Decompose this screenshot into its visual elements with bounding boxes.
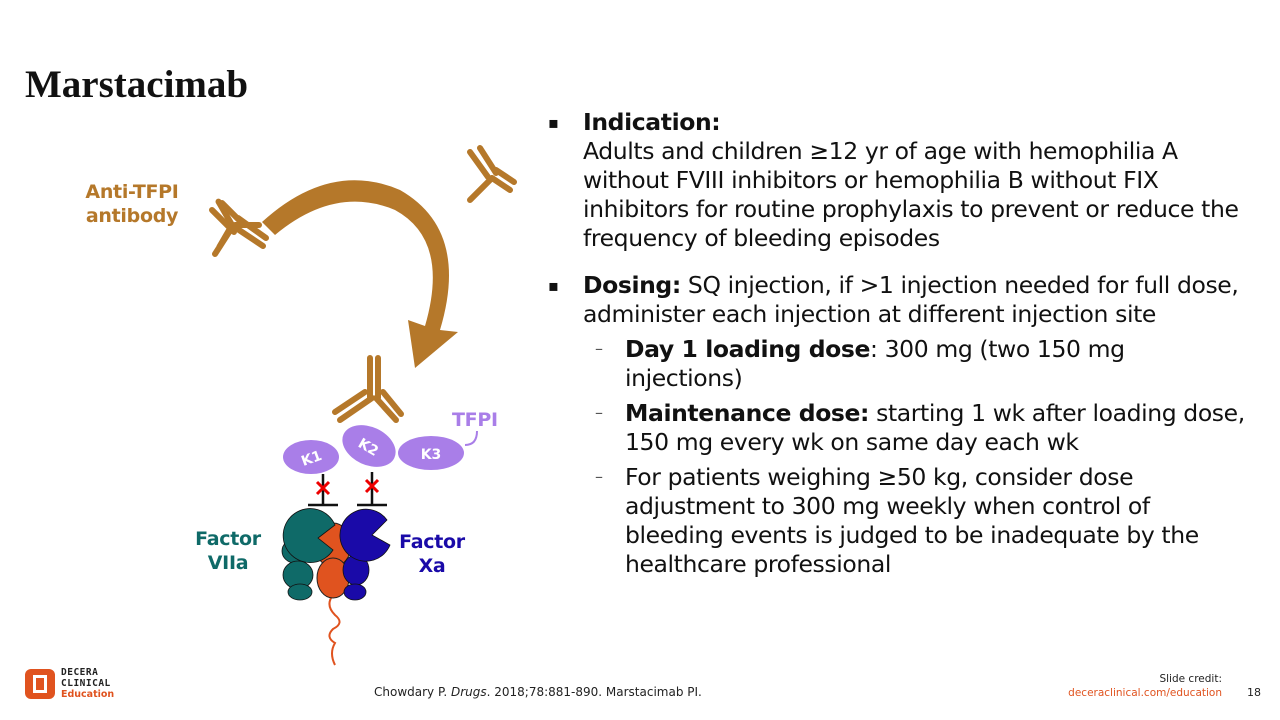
- tfpi-domain-k2: [342, 425, 396, 467]
- citation-rest: . 2018;78:881-890. Marstacimab PI.: [486, 685, 702, 699]
- diagram-graphic: K1 K2 K3: [112, 145, 517, 666]
- factor-xa-label: Factor Xa: [399, 531, 465, 577]
- sub-bullet-text: : 300 mg (two 150 mg injections): [625, 335, 1125, 392]
- slide-title: Marstacimab: [25, 63, 249, 106]
- tfpi-domain-k1: [283, 440, 339, 474]
- page-number: 18: [1247, 686, 1261, 699]
- sub-bullet-loading-dose: – Day 1 loading dose: 300 mg (two 150 mg…: [548, 335, 1248, 393]
- antibody-icon: [467, 145, 517, 203]
- k1-label: K1: [299, 448, 324, 470]
- bullet-indication: ▪ Indication: Adults and children ≥12 yr…: [548, 108, 1248, 253]
- sub-bullet-maintenance-dose: – Maintenance dose: starting 1 wk after …: [548, 399, 1248, 457]
- k3-label: K3: [421, 447, 442, 463]
- tfpi-label: TFPI: [452, 409, 498, 431]
- bullet-marker: ▪: [548, 276, 559, 295]
- anti-tfpi-antibody-label: Anti-TFPI antibody: [85, 181, 179, 227]
- sub-bullet-weight-adjustment: – For patients weighing ≥50 kg, consider…: [548, 463, 1248, 579]
- logo-line-1: DECERA: [61, 667, 99, 678]
- logo-line-2: CLINICAL: [61, 678, 111, 689]
- logo-mark-icon: [25, 668, 55, 699]
- blocked-x-icon: [315, 478, 380, 496]
- factor-xa-shape: [339, 508, 391, 601]
- citation-author: Chowdary P.: [374, 685, 451, 699]
- bullet-text: Adults and children ≥12 yr of age with h…: [583, 137, 1239, 252]
- tfpi-domain-k3: [398, 436, 464, 470]
- bullet-list: ▪ Indication: Adults and children ≥12 yr…: [548, 108, 1248, 597]
- bullet-dosing: ▪ Dosing: SQ injection, if >1 injection …: [548, 271, 1248, 579]
- sub-bullet-heading: Maintenance dose:: [625, 399, 870, 427]
- sub-bullet-marker: –: [595, 339, 603, 358]
- sub-bullet-text: For patients weighing ≥50 kg, consider d…: [625, 463, 1199, 578]
- citation-journal: Drugs: [450, 685, 487, 699]
- sub-bullet-marker: –: [595, 403, 603, 422]
- sub-bullet-marker: –: [595, 467, 603, 486]
- antibody-icon: [332, 355, 404, 423]
- antibody-icon: [209, 200, 269, 257]
- factor-viia-shape: [281, 508, 336, 601]
- credit-label: Slide credit:: [1159, 673, 1222, 685]
- slide-credit: Slide credit: deceraclinical.com/educati…: [1068, 672, 1222, 700]
- logo-line-3: Education: [61, 689, 115, 700]
- credit-link[interactable]: deceraclinical.com/education: [1068, 687, 1222, 699]
- factor-viia-label: Factor VIIa: [195, 528, 261, 574]
- bullet-text: SQ injection, if >1 injection needed for…: [583, 271, 1239, 328]
- bullet-heading: Dosing:: [583, 271, 681, 299]
- mechanism-diagram: K1 K2 K3 Anti-TFPI antibody TFPI Factor …: [0, 130, 540, 670]
- decera-logo: DECERA CLINICAL Education: [25, 667, 114, 700]
- sub-bullet-text: starting 1 wk after loading dose, 150 mg…: [625, 399, 1245, 456]
- citation: Chowdary P. Drugs. 2018;78:881-890. Mars…: [374, 685, 702, 699]
- bullet-heading: Indication:: [583, 108, 721, 136]
- sub-bullet-heading: Day 1 loading dose: [625, 335, 871, 363]
- bullet-marker: ▪: [548, 113, 559, 132]
- curved-arrow: [262, 180, 458, 368]
